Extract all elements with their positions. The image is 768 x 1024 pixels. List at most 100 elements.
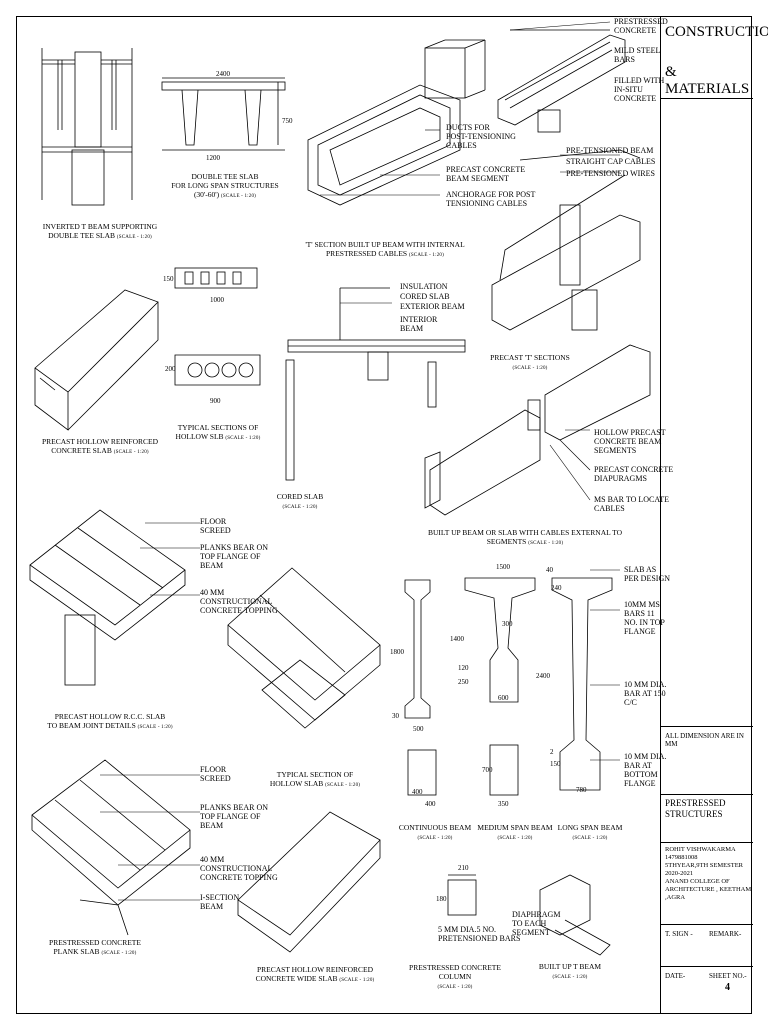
label-insulation: INSULATION [400, 282, 448, 291]
label-cored-slab: CORED SLAB [400, 292, 450, 301]
label-topping: 40 MM CONSTRUCTIONAL CONCRETE TOPPING [200, 588, 278, 615]
label-floor-screed-2: FLOOR SCREED [200, 765, 231, 783]
dim-1400: 1400 [450, 635, 464, 643]
label-ducts: DUCTS FOR POST-TENSIONING CABLES [446, 123, 516, 150]
plank-slab-drawing [31, 759, 191, 936]
label-slab-as-per: SLAB AS PER DESIGN [624, 565, 671, 583]
hollow-rcc-joint-drawing [29, 509, 186, 686]
cored-slab-drawing [285, 287, 466, 481]
dim-2400: 2400 [216, 70, 230, 78]
dim-250: 250 [458, 678, 469, 686]
label-typical-hollow-slab: TYPICAL SECTION OF HOLLOW SLAB (SCALE - … [269, 770, 361, 788]
label-exterior-beam: EXTERIOR BEAM [400, 302, 465, 311]
dim-500: 500 [413, 725, 424, 733]
inverted-t-beam-drawing [41, 48, 133, 206]
dim-780: 780 [576, 786, 587, 794]
label-continuous-beam: CONTINUOUS BEAM(SCALE - 1:20) [398, 823, 472, 841]
dim-40: 40 [546, 566, 553, 574]
label-interior-beam: INTERIOR BEAM [400, 315, 438, 333]
date-divider [661, 966, 753, 967]
note-divider-bottom [661, 794, 753, 795]
title-block: CONSTRUCTION & MATERIALS ALL DIMENSION A… [660, 16, 768, 1014]
dim-2400b: 2400 [536, 672, 550, 680]
medium-span-beam-t [464, 577, 536, 703]
label-bar-at: 10 MM DIA. BAR AT 150 C/C [624, 680, 667, 707]
hollow-slab-sections-drawing [174, 267, 261, 386]
drawing-sheet [16, 16, 752, 1014]
label-diaphragm: DIAPHRAGM TO EACH SEGMENT [512, 910, 561, 937]
typical-hollow-iso-drawing [227, 567, 381, 729]
dim-900: 900 [210, 397, 221, 405]
dim-1500: 1500 [496, 563, 510, 571]
double-tee-drawing [161, 77, 286, 151]
label-pretensioned-beam: PRE-TENSIONED BEAM [566, 146, 654, 155]
prestressed-column-drawing [447, 874, 477, 916]
label-bars-bottom: 10 MM DIA. BAR AT BOTTOM FLANGE [624, 752, 667, 788]
hollow-slab-iso-drawing [34, 289, 159, 431]
label-built-up-t: BUILT UP T BEAM(SCALE - 1:20) [538, 962, 602, 980]
dim-600: 600 [498, 694, 509, 702]
label-floor-screed: FLOOR SCREED [200, 517, 231, 535]
label-hollow-rc-slab: PRECAST HOLLOW REINFORCED CONCRETE SLAB … [42, 437, 158, 455]
label-i-section: I-SECTION BEAM [200, 893, 240, 911]
label-bars-top: 10MM MS BARS 11 NO. IN TOP FLANGE [624, 600, 665, 636]
built-up-t-drawing [539, 874, 611, 956]
label-hollow-segments: HOLLOW PRECAST CONCRETE BEAM SEGMENTS [594, 428, 666, 455]
label-filled-insitu: FILLED WITH IN-SITU CONCRETE [614, 76, 665, 103]
dim-750: 750 [282, 117, 293, 125]
label-wide-slab: PRECAST HOLLOW REINFORCED CONCRETE WIDE … [255, 965, 375, 983]
dim-700: 700 [482, 766, 493, 774]
student-info: ROHIT VISHWAKARMA 1479881008 5thYEAR,9th… [665, 846, 752, 901]
dim-350: 350 [498, 800, 509, 808]
medium-span-block [489, 744, 519, 796]
dim-150b: 150 [550, 760, 561, 768]
date-label: DATE- [665, 972, 686, 980]
label-anchorage: ANCHORAGE FOR POST TENSIONING CABLES [446, 190, 536, 208]
leader-lines [100, 21, 620, 901]
label-long-span: LONG SPAN BEAM(SCALE - 1:20) [557, 823, 623, 841]
wide-slab-drawing [237, 811, 381, 953]
label-pretensioned-wires: PRE-TENSIONED WIRES [566, 169, 655, 178]
student-divider [661, 842, 753, 843]
label-diapuragms: PRECAST CONCRETE DIAPURAGMS [594, 465, 674, 483]
dim-200: 200 [165, 365, 176, 373]
note-divider-top [661, 726, 753, 727]
label-planks-bear-2: PLANKS BEAR ON TOP FLANGE OF BEAM [200, 803, 269, 830]
title-line-1: CONSTRUCTION [665, 24, 768, 40]
dim-120: 120 [458, 664, 469, 672]
dim-30: 30 [392, 712, 399, 720]
sheet-number: 4 [725, 982, 730, 993]
label-column: PRESTRESSED CONCRETE COLUMN(SCALE - 1:20… [409, 963, 501, 990]
t-section-built-drawing [307, 39, 486, 206]
label-t-section-built: 'T' SECTION BUILT UP BEAM WITH INTERNAL … [305, 240, 465, 258]
pretensioned-beam-drawing [491, 149, 641, 331]
continuous-beam-i [404, 579, 431, 719]
label-plank-slab: PRESTRESSED CONCRETE PLANK SLAB (SCALE -… [49, 938, 141, 956]
title-line-2: & MATERIALS [665, 64, 750, 97]
dim-150: 150 [163, 275, 174, 283]
label-mild-steel: MILD STEEL BARS [614, 46, 661, 64]
label-straight-cap: STRAIGHT CAP CABLES [566, 157, 656, 166]
title-divider [661, 98, 753, 99]
label-typical-hollow: TYPICAL SECTIONS OF HOLLOW SLB (SCALE - … [175, 423, 261, 441]
dim-300: 300 [502, 620, 513, 628]
dim-1200: 1200 [206, 154, 220, 162]
dim-1800: 1800 [390, 648, 404, 656]
dim-1000: 1000 [210, 296, 224, 304]
label-topping-2: 40 MM CONSTRUCTIONAL CONCRETE TOPPING [200, 855, 278, 882]
label-planks-bear: PLANKS BEAR ON TOP FLANGE OF BEAM [200, 543, 269, 570]
prestressed-beam-top-drawing [497, 29, 626, 133]
sheet-title: PRESTRESSED STRUCTURES [665, 798, 726, 819]
dimension-note: ALL DIMENSION ARE IN MM [665, 732, 744, 748]
continuous-beam-block [407, 749, 437, 796]
label-ms-bar: MS BAR TO LOCATE CABLES [594, 495, 670, 513]
remark-label: REMARK- [709, 930, 742, 938]
label-pretensioned-bars: 5 MM DIA.5 NO. PRETENSIONED BARS [438, 925, 521, 943]
dim-400: 400 [412, 788, 423, 796]
label-prestressed-concrete: PRESTRESSED CONCRETE [614, 17, 668, 35]
dim-400b: 400 [425, 800, 436, 808]
dim-210: 210 [458, 864, 469, 872]
sheet-no-label: SHEET NO.- [709, 972, 747, 980]
built-up-cables-drawing [424, 344, 651, 516]
